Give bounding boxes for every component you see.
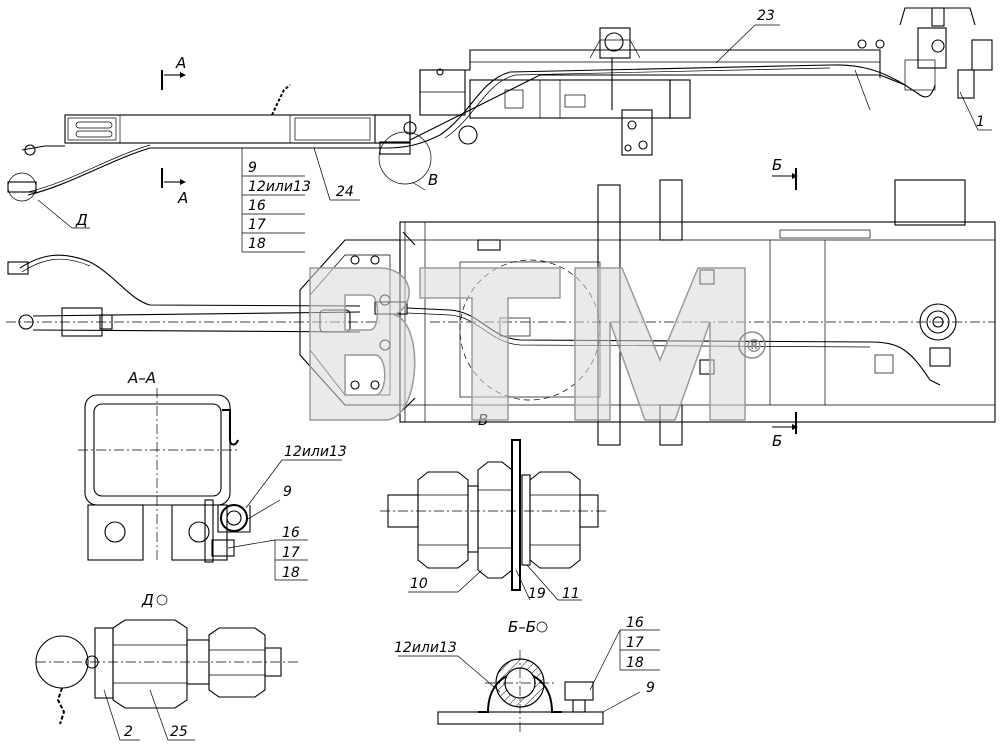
- section-bb-callout-17: 17: [626, 635, 644, 651]
- section-bb-callout-18: 18: [626, 655, 644, 671]
- side-view-callouts: 23 1 9 12или13 16 17 18 24 В Д: [37, 8, 992, 253]
- section-aa-callout-12or13: 12или13: [284, 444, 347, 460]
- section-aa-callout-18: 18: [282, 565, 300, 581]
- section-aa-callout-16: 16: [282, 525, 300, 541]
- callout-16-top: 16: [248, 198, 266, 214]
- section-markers-a: А А: [161, 54, 188, 207]
- callout-18-top: 18: [248, 236, 266, 252]
- section-bb-title: Б–Б: [508, 618, 536, 636]
- rotation-icon: [156, 594, 168, 606]
- marker-a-top: А: [175, 54, 186, 72]
- marker-b-top: Б: [772, 156, 782, 174]
- section-bb-callout-9: 9: [646, 680, 655, 696]
- callout-9-top: 9: [248, 160, 257, 176]
- view-d-callout-2: 2: [124, 724, 133, 740]
- view-d: Д 2 25: [35, 591, 300, 741]
- callout-23: 23: [757, 8, 775, 24]
- marker-a-bottom: А: [177, 189, 188, 207]
- view-d-title: Д: [141, 591, 154, 609]
- callout-1: 1: [976, 114, 985, 130]
- section-bb-callout-16: 16: [626, 615, 644, 631]
- section-aa-title: А–А: [127, 369, 156, 387]
- registered-mark: ®: [745, 336, 763, 357]
- rotation-icon-bb: [536, 621, 548, 633]
- view-v-callout-19: 19: [528, 586, 546, 602]
- section-b-b: Б–Б 12или13 16 17 18 9: [394, 615, 660, 735]
- view-v-callout-10: 10: [410, 576, 428, 592]
- callout-24: 24: [336, 184, 354, 200]
- view-v-callout-11: 11: [562, 586, 580, 602]
- marker-b-bottom: Б: [772, 432, 782, 450]
- ref-view-d: Д: [75, 211, 88, 229]
- section-aa-callout-17: 17: [282, 545, 300, 561]
- watermark-logo: ®: [309, 267, 766, 421]
- section-markers-b: Б Б: [772, 156, 798, 450]
- section-a-a: А–А 12или13 9 16 17 18: [78, 369, 347, 581]
- view-d-callout-25: 25: [170, 724, 188, 740]
- view-v: В 10 19 11: [380, 411, 606, 602]
- section-aa-callout-9: 9: [283, 484, 292, 500]
- callout-17-top: 17: [248, 217, 266, 233]
- callout-12or13-top: 12или13: [248, 179, 311, 195]
- side-view: [7, 7, 993, 202]
- section-bb-callout-12or13: 12или13: [394, 640, 457, 656]
- ref-view-v: В: [428, 171, 438, 189]
